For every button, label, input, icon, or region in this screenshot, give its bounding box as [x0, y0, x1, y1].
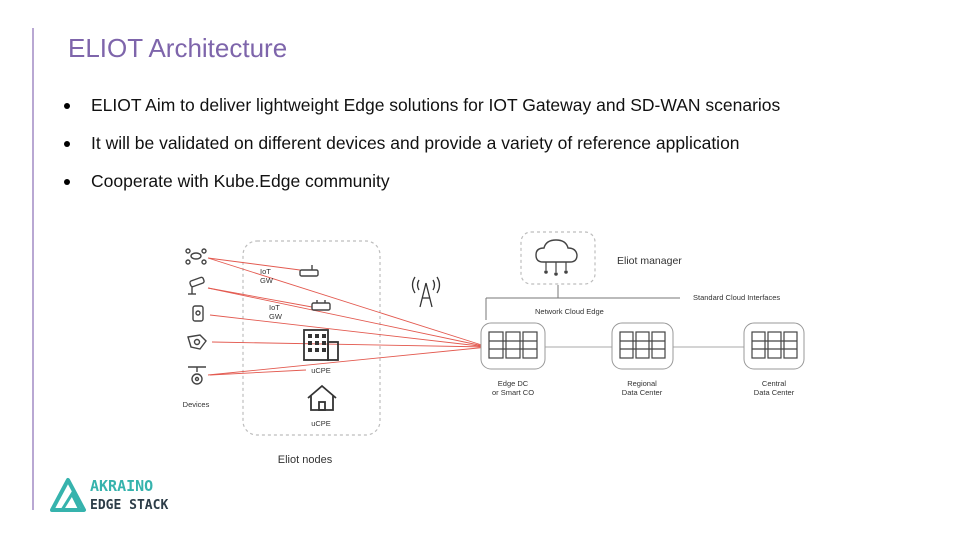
svg-text:Regional: Regional: [627, 379, 657, 388]
logo-akraino-text: AKRAINO: [90, 477, 153, 495]
house-icon: [307, 384, 337, 411]
smart-lock-icon: [192, 305, 204, 322]
bullet-list: ELIOT Aim to deliver lightweight Edge so…: [64, 92, 780, 206]
svg-text:Central: Central: [762, 379, 787, 388]
node-label: IoT: [260, 267, 271, 276]
cloud-icon: [535, 239, 578, 276]
wearable-icon: [187, 334, 207, 350]
central-datacenter: Central Data Center: [743, 322, 805, 397]
bullet-dot-icon: [64, 179, 70, 185]
logo-edge-stack-text: EDGE STACK: [90, 498, 168, 513]
svg-text:or Smart CO: or Smart CO: [492, 388, 534, 397]
security-camera-icon: [188, 276, 205, 295]
eliot-nodes-label: Eliot nodes: [278, 454, 333, 466]
sensor-icon: [188, 366, 206, 385]
bullet-item: It will be validated on different device…: [64, 130, 780, 168]
node-label-suffix: GW: [260, 276, 274, 285]
bullet-item: ELIOT Aim to deliver lightweight Edge so…: [64, 92, 780, 130]
regional-datacenter: Regional Data Center: [611, 322, 674, 397]
node-label: uCPE: [311, 419, 331, 428]
edge-dc-datacenter: Edge DC or Smart CO: [480, 322, 546, 397]
bullet-text: ELIOT Aim to deliver lightweight Edge so…: [91, 95, 781, 115]
node-label-suffix: GW: [269, 312, 283, 321]
akraino-triangle-icon: [50, 478, 86, 512]
gateway-box-icon: [311, 300, 331, 311]
devices-label: Devices: [183, 400, 210, 409]
office-building-icon: [303, 329, 339, 361]
cell-tower-icon: [411, 276, 441, 308]
bullet-dot-icon: [64, 141, 70, 147]
bullet-item: Cooperate with Kube.Edge community: [64, 168, 780, 206]
server-rack-icon: [619, 331, 666, 359]
network-cloud-edge-label: Network Cloud Edge: [535, 307, 604, 316]
server-rack-icon: [488, 331, 538, 359]
svg-text:Data Center: Data Center: [754, 388, 795, 397]
svg-text:Edge DC: Edge DC: [498, 379, 529, 388]
eliot-nodes-container: [242, 240, 381, 436]
drone-icon: [185, 248, 207, 265]
svg-text:Data Center: Data Center: [622, 388, 663, 397]
left-accent-rule: [32, 28, 34, 510]
node-label: IoT: [269, 303, 280, 312]
bullet-text: It will be validated on different device…: [91, 133, 740, 153]
eliot-manager-label: Eliot manager: [617, 255, 682, 267]
gateway-router-icon: [299, 265, 319, 277]
eliot-manager-container: [520, 231, 596, 285]
bullet-text: Cooperate with Kube.Edge community: [91, 171, 390, 191]
akraino-edge-stack-logo: AKRAINO EDGE STACK: [50, 477, 168, 513]
slide-title: ELIOT Architecture: [68, 33, 288, 63]
standard-cloud-interfaces-label: Standard Cloud Interfaces: [693, 293, 780, 302]
node-label: uCPE: [311, 366, 331, 375]
device-connection-lines: [207, 257, 489, 376]
server-rack-icon: [751, 331, 798, 359]
bullet-dot-icon: [64, 103, 70, 109]
